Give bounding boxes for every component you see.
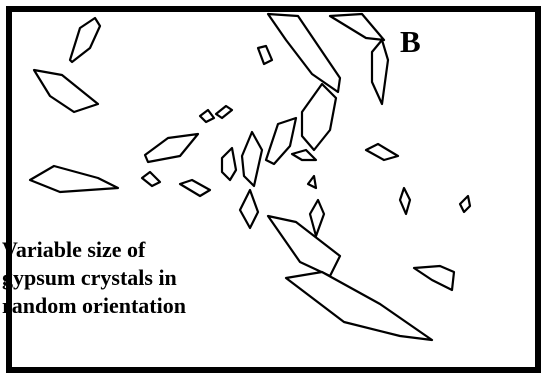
crystal-outline	[142, 172, 160, 186]
crystal-outline	[366, 144, 398, 160]
crystal-outline	[242, 132, 262, 186]
crystal-outline	[286, 272, 432, 340]
crystal-outline	[268, 14, 340, 92]
crystal-outline	[308, 176, 316, 188]
crystal-outline	[302, 84, 336, 150]
crystal-outline	[258, 46, 272, 64]
figure-caption: Variable size of gypsum crystals in rand…	[2, 236, 242, 320]
caption-line: random orientation	[2, 292, 242, 320]
crystal-outline	[145, 134, 198, 162]
crystal-outline	[70, 18, 100, 62]
caption-line: gypsum crystals in	[2, 264, 242, 292]
crystal-outline	[240, 190, 258, 228]
crystal-outline	[30, 166, 118, 192]
caption-line: Variable size of	[2, 236, 242, 264]
crystal-outline	[400, 188, 410, 214]
panel-label: B	[400, 26, 421, 57]
crystal-outline	[268, 216, 340, 276]
crystal-outline	[372, 40, 388, 104]
crystal-outline	[200, 110, 214, 122]
crystal-outline	[180, 180, 210, 196]
crystal-outline	[266, 118, 296, 164]
crystal-outline	[414, 266, 454, 290]
crystal-outline	[292, 150, 316, 160]
crystal-outline	[216, 106, 232, 118]
crystal-outline	[460, 196, 470, 212]
crystal-outline	[222, 148, 236, 180]
crystal-outline	[310, 200, 324, 236]
crystal-outline	[34, 70, 98, 112]
crystal-outline	[330, 14, 384, 40]
